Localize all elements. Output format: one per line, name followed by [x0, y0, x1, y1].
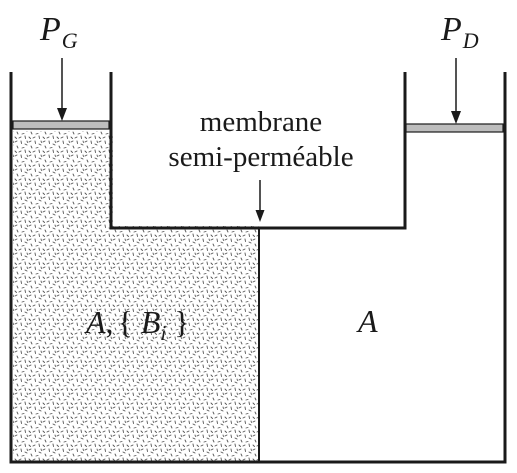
inner-tube-interior: [113, 70, 403, 226]
left-piston: [12, 120, 110, 130]
pressure-arrow-left: [57, 58, 67, 121]
membrane-label-line2: semi-perméable: [168, 141, 353, 173]
right-solvent-label: A: [356, 303, 378, 339]
right-piston: [405, 123, 504, 133]
membrane-pointer-arrow: [255, 180, 265, 222]
pressure-right-label: PD: [440, 11, 479, 53]
left-solution-label: A,{Bi}: [84, 304, 190, 345]
pressure-left-label: PG: [39, 11, 78, 53]
pressure-arrow-right: [451, 58, 461, 124]
membrane-label-line1: membrane: [200, 106, 322, 138]
